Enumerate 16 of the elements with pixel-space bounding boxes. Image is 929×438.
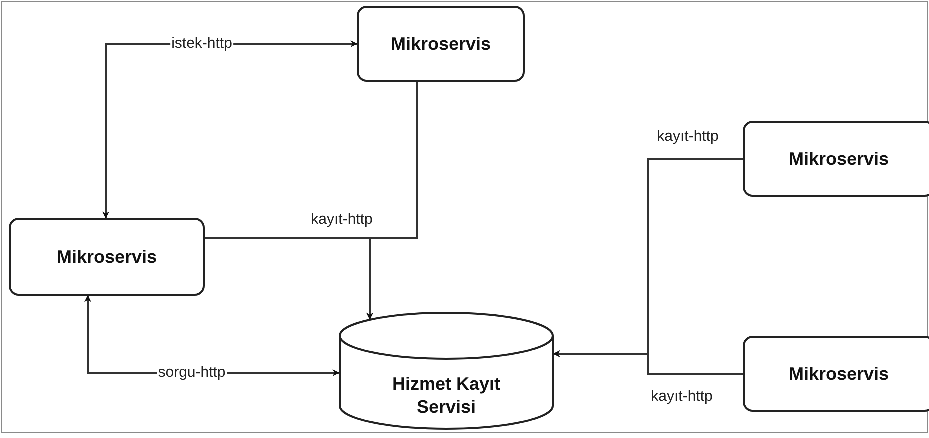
connector-arrow [553,350,743,375]
edge-label: kayıt-http [650,388,714,406]
node-label: Hizmet Kayıt Servisi [391,373,502,418]
edge-label: kayıt-http [310,212,374,228]
service-box [743,121,929,197]
edge-label: kayıt-http [656,128,720,146]
edge-label: sorgu-http [157,364,227,382]
node-label: Mikroservis [788,362,890,386]
edge-label: istek-http [170,36,234,52]
node-label: Mikroservis [56,246,158,268]
node-label: Mikroservis [390,32,492,56]
connector-arrow [205,237,374,320]
node-label: Mikroservis [788,148,890,170]
service-box [743,336,929,412]
service-box [357,6,525,82]
service-box [9,218,205,296]
